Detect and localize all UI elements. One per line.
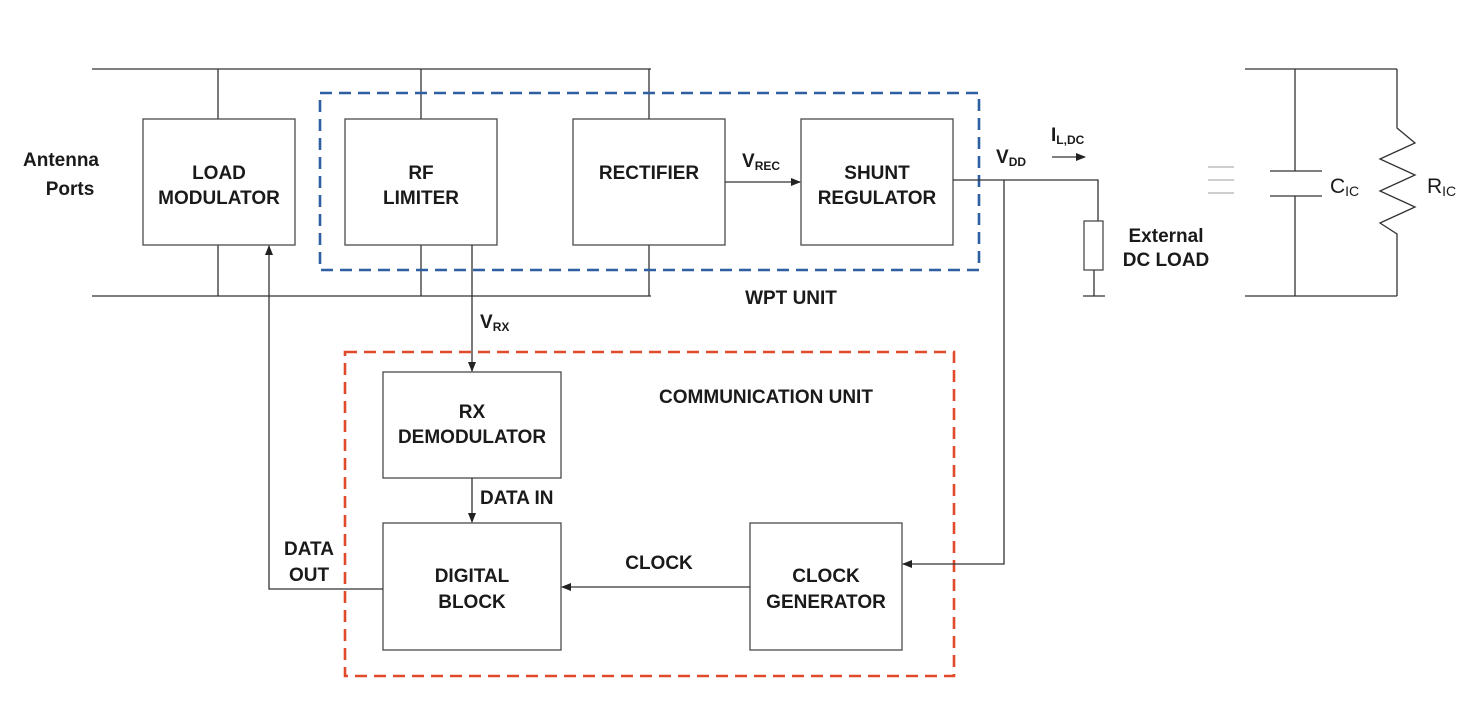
rx-demodulator-label-line2: DEMODULATOR: [398, 427, 546, 448]
rf-limiter-label: RF: [408, 163, 433, 184]
antenna-ports-label-line2: Ports: [46, 179, 95, 200]
clock-generator-label-line2: GENERATOR: [766, 592, 886, 613]
shunt-regulator-label-line2: REGULATOR: [818, 188, 937, 209]
rx-demodulator-block: [382, 371, 562, 479]
load-modulator-label: LOAD: [192, 163, 246, 184]
clock-generator-label: CLOCK: [792, 566, 860, 587]
load-modulator-block: [142, 118, 296, 246]
vdd-label: VDD: [996, 147, 1026, 169]
communication-unit-frame: [343, 350, 956, 678]
vdd-line: [953, 179, 1099, 221]
il-dc-label: IL,DC: [1051, 125, 1085, 147]
equivalent-circuit: [1208, 68, 1417, 297]
external-dc-load-label-line2: DC LOAD: [1123, 250, 1210, 271]
rectifier-block: [572, 118, 726, 246]
rf-limiter-block: [344, 118, 498, 246]
clock-generator-block: [749, 522, 903, 651]
digital-block-label: DIGITAL: [435, 566, 510, 587]
capacitor-cic: [1270, 69, 1322, 296]
resistor-ric: [1378, 69, 1417, 296]
external-dc-load-resistor: [1083, 220, 1105, 297]
vrx-label: VRX: [480, 312, 509, 334]
digital-block-label-line2: BLOCK: [438, 592, 506, 613]
wpt-unit-label: WPT UNIT: [745, 288, 837, 309]
shunt-regulator-block: [800, 118, 954, 246]
vdd-to-clock-line: [902, 180, 1005, 568]
rx-demodulator-label: RX: [459, 402, 486, 423]
wpt-unit-frame: [318, 91, 981, 272]
ric-label: RIC: [1427, 175, 1456, 199]
data-out-label-line2: OUT: [289, 565, 330, 586]
rf-limiter-label-line2: LIMITER: [383, 188, 459, 209]
rectifier-label: RECTIFIER: [599, 163, 700, 184]
load-modulator-label-line2: MODULATOR: [158, 188, 280, 209]
external-dc-load-label: External: [1129, 226, 1204, 247]
data-in-label: DATA IN: [480, 488, 554, 509]
clock-label: CLOCK: [625, 553, 693, 574]
cic-label: CIC: [1330, 175, 1359, 199]
shunt-regulator-label: SHUNT: [844, 163, 910, 184]
vrec-label: VREC: [742, 151, 780, 173]
data-out-line: [265, 245, 383, 590]
communication-unit-label: COMMUNICATION UNIT: [659, 387, 873, 408]
antenna-ports-label: Antenna: [23, 150, 99, 171]
data-out-label: DATA: [284, 539, 334, 560]
digital-block: [382, 522, 562, 651]
equivalent-symbol: [1208, 166, 1234, 194]
